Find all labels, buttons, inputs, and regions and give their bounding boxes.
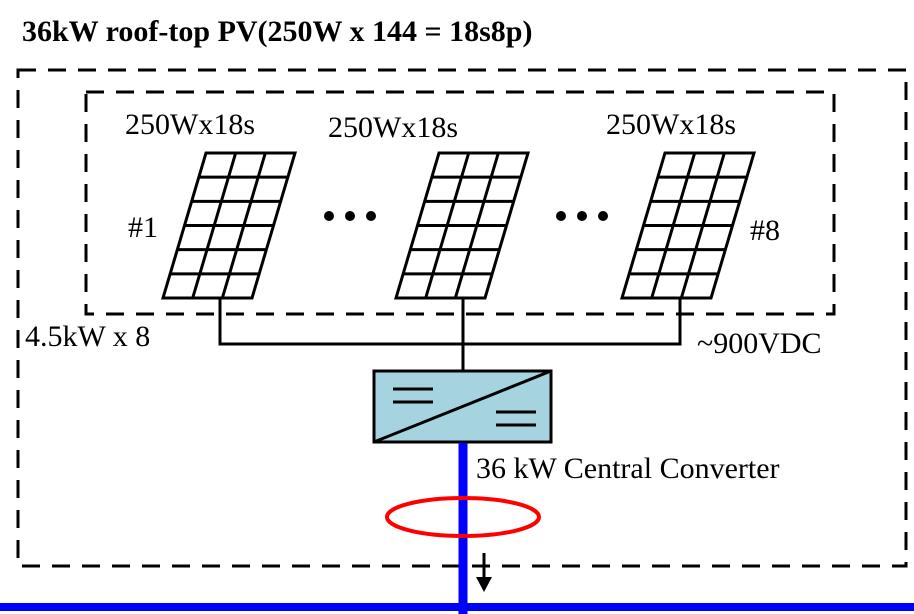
string-8-id: #8 — [750, 214, 780, 247]
pv-panel-8 — [619, 151, 757, 300]
current-sensor-ring — [385, 496, 541, 538]
pv-panel-1 — [160, 151, 298, 300]
pv-panel-2 — [393, 151, 531, 300]
pv-array-boundary — [84, 90, 836, 316]
system-boundary — [16, 68, 908, 568]
converter-diagonal — [373, 369, 552, 444]
ellipsis-1 — [324, 211, 376, 221]
central-converter — [372, 369, 553, 444]
string-1-label: 250Wx18s — [125, 108, 255, 141]
string-power-label: 4.5kW x 8 — [25, 320, 150, 353]
string-1-id: #1 — [128, 211, 158, 244]
diagram-title: 36kW roof-top PV(250W x 144 = 18s8p) — [22, 15, 532, 48]
string-2-label: 250Wx18s — [328, 111, 458, 144]
string-8-label: 250Wx18s — [606, 108, 736, 141]
power-flow-arrow-icon — [476, 553, 492, 592]
dc-input-symbol — [393, 387, 433, 404]
dc-bus — [218, 298, 682, 372]
dc-voltage-label: ~900VDC — [697, 327, 822, 360]
converter-label: 36 kW Central Converter — [476, 452, 780, 485]
dc-output-symbol — [496, 410, 536, 427]
ellipsis-2 — [556, 211, 608, 221]
